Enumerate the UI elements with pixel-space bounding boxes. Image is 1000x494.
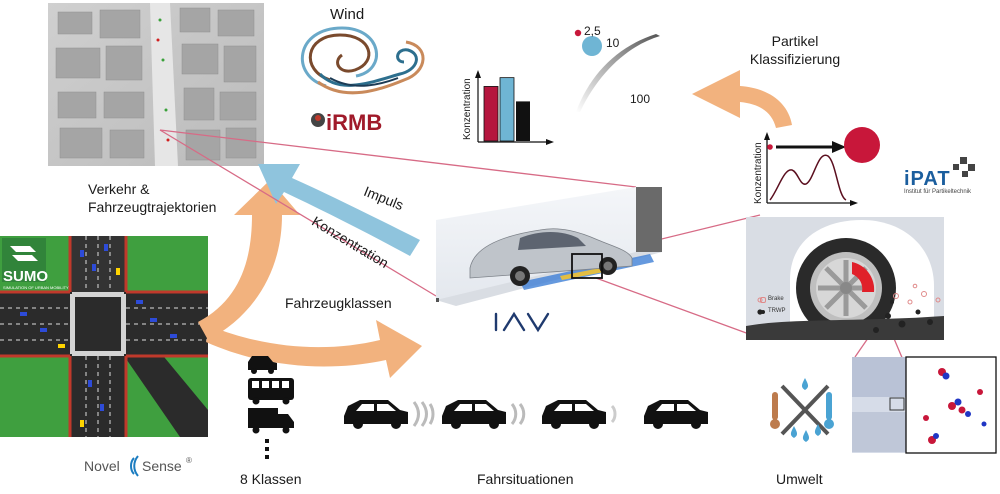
- legend-brake-marker: [760, 297, 766, 303]
- wheel-particles-image: [746, 217, 944, 340]
- microscope-images: [852, 356, 997, 454]
- label-sumo: SUMO: [3, 268, 48, 285]
- label-sense: Sense: [142, 458, 182, 474]
- orange-arrow-up: [198, 180, 300, 340]
- label-konz-axis-dist: Konzentration: [753, 142, 764, 204]
- wind-swirl-logo: [300, 26, 425, 95]
- orange-arrow-right: [206, 320, 422, 378]
- label-irmb: iRMB: [326, 110, 383, 135]
- connection-lines: [159, 129, 921, 401]
- label-size-10: 10: [606, 36, 620, 50]
- vehicle-class-icons: [248, 356, 294, 459]
- label-environment: Umwelt: [776, 471, 823, 487]
- label-wind: Wind: [330, 6, 365, 23]
- legend-trwp-marker: [761, 310, 765, 314]
- sumo-intersection-image: [0, 236, 208, 437]
- iav-logo: [494, 311, 550, 333]
- label-trwp: TRWP: [768, 308, 786, 314]
- bar-blue: [499, 77, 515, 142]
- label-konz-axis-bar: Konzentration: [462, 78, 473, 140]
- label-novel: Novel: [84, 458, 120, 474]
- label-size-100: 100: [630, 92, 651, 106]
- label-ipat-sub: Institut für Partikeltechnik: [904, 189, 972, 195]
- city-3d-image: [48, 3, 264, 166]
- label-traffic: Verkehr & Fahrzeugtrajektorien: [88, 181, 217, 215]
- label-brake: Brake: [768, 296, 784, 302]
- bar-black: [516, 101, 530, 141]
- novelsense-logo-mark: [130, 455, 139, 477]
- distribution-chart: [764, 127, 880, 206]
- environment-icon: [770, 378, 834, 442]
- mini-bar-chart: [475, 70, 554, 145]
- label-eight-classes: 8 Klassen: [240, 471, 302, 487]
- wind-tunnel-car-image: [436, 187, 662, 306]
- label-ipat: iPAT: [904, 168, 951, 190]
- label-driving-situations: Fahrsituationen: [477, 471, 574, 487]
- ipat-logo-mark: [953, 157, 975, 177]
- driving-cars: [344, 400, 708, 429]
- label-vehicle-classes: Fahrzeugklassen: [285, 295, 392, 311]
- label-sumo-sub: SIMULATION OF URBAN MOBILITY: [3, 285, 69, 290]
- label-particle-classification: Partikel Klassifizierung: [749, 33, 841, 67]
- label-registered: ®: [186, 456, 192, 465]
- label-size-2-5: 2,5: [584, 24, 601, 38]
- irmb-logo-mark: [311, 113, 325, 127]
- orange-arrow-particle: [692, 70, 792, 128]
- particle-size-arc: [574, 29, 660, 112]
- bar-red: [483, 86, 499, 142]
- blue-impulse-arrow: [258, 164, 420, 256]
